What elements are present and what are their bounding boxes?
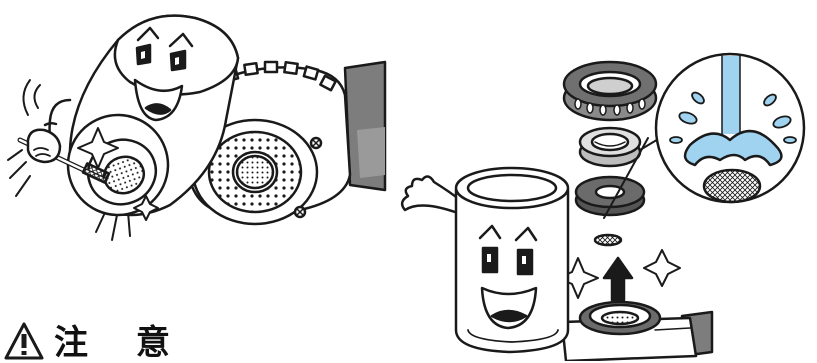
left-faucet-filter-scene bbox=[8, 16, 385, 240]
sparkle-icon bbox=[644, 250, 680, 286]
outer-ring-icon bbox=[564, 62, 656, 120]
rubber-washer-icon bbox=[576, 177, 644, 215]
caution-label: 注 意 bbox=[54, 324, 188, 362]
gasket-icon bbox=[580, 128, 640, 166]
up-arrow-icon bbox=[604, 258, 632, 300]
faucet-adapter-icon bbox=[562, 302, 712, 361]
warning-triangle-icon bbox=[4, 322, 44, 360]
filter-character-icon bbox=[402, 168, 568, 352]
right-disassembly-scene bbox=[402, 54, 804, 361]
caution-heading: 注 意 bbox=[4, 322, 188, 361]
mesh-screen-icon bbox=[595, 235, 621, 245]
